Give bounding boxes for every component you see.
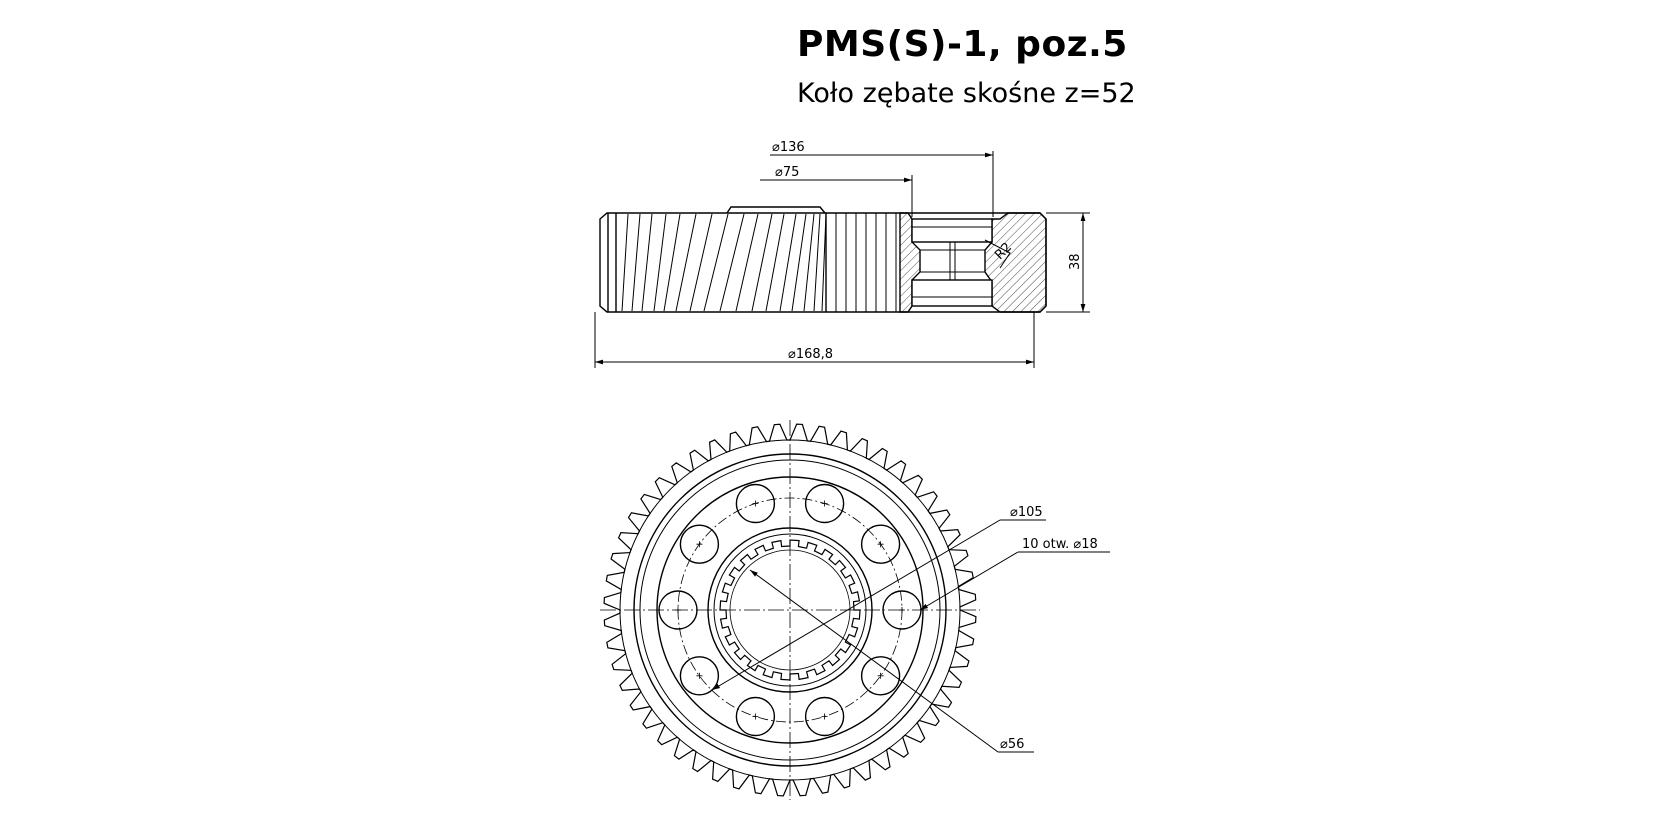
hole-center-mark bbox=[752, 500, 759, 507]
mounting-hole bbox=[735, 483, 776, 524]
drawing-title: PMS(S)-1, poz.5 bbox=[797, 24, 1128, 65]
mounting-hole bbox=[735, 696, 776, 737]
dim-h38: 38 bbox=[1068, 253, 1083, 270]
dim-d75: ⌀75 bbox=[775, 165, 799, 180]
hole-center-mark bbox=[821, 713, 828, 720]
dim-holes: 10 otw. ⌀18 bbox=[1022, 537, 1098, 552]
mounting-hole bbox=[804, 696, 845, 737]
hole-center-mark bbox=[877, 672, 884, 679]
drawing-subtitle: Koło zębate skośne z=52 bbox=[797, 78, 1136, 109]
dim-d105: ⌀105 bbox=[1010, 505, 1043, 520]
hole-center-mark bbox=[752, 713, 759, 720]
side-view bbox=[599, 206, 1047, 313]
mounting-hole bbox=[860, 656, 901, 696]
dim-d56: ⌀56 bbox=[1000, 737, 1024, 752]
hole-center-mark bbox=[877, 541, 884, 548]
mounting-hole bbox=[679, 524, 720, 564]
mounting-hole bbox=[804, 483, 845, 524]
mounting-hole bbox=[860, 524, 901, 564]
hole-center-mark bbox=[696, 541, 703, 548]
dim-d136: ⌀136 bbox=[772, 140, 805, 155]
hole-center-mark bbox=[696, 672, 703, 679]
section-right-web bbox=[984, 212, 1047, 313]
dim-d168: ⌀168,8 bbox=[788, 347, 833, 362]
side-dimensions bbox=[594, 151, 1090, 368]
front-view bbox=[600, 420, 980, 800]
hole-center-mark bbox=[821, 500, 828, 507]
helical-teeth bbox=[621, 213, 827, 312]
mounting-hole bbox=[679, 656, 720, 696]
front-dimensions bbox=[711, 519, 1110, 753]
